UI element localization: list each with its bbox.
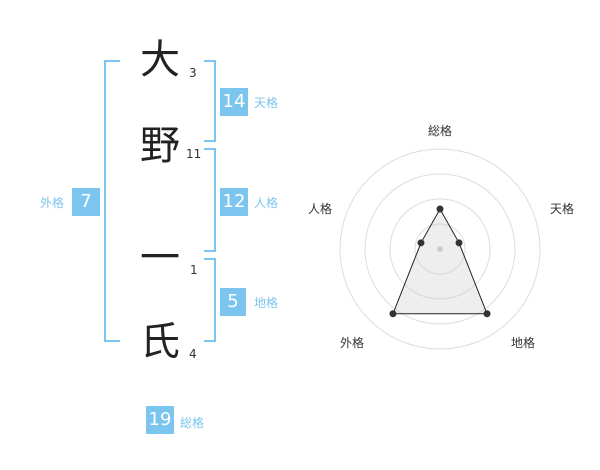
name-char-2: 野	[140, 123, 180, 169]
radar-point-1	[436, 205, 444, 213]
stroke-count-2: 11	[186, 147, 202, 161]
jinkaku-value: 12	[220, 188, 248, 216]
radar-label-chikaku: 地格	[511, 336, 536, 350]
gaikaku-label: 外格	[40, 196, 65, 210]
radar-ring-4	[339, 148, 541, 350]
radar-label-tenkaku: 天格	[550, 202, 575, 216]
tenkaku-value: 14	[220, 88, 248, 116]
jinkaku-label: 人格	[254, 196, 279, 210]
name-char-3: 一	[140, 235, 180, 281]
jinkaku-bracket	[204, 148, 216, 252]
chikaku-bracket	[204, 258, 216, 342]
radar-label-jinkaku: 人格	[308, 202, 333, 216]
radar-point-4	[389, 310, 397, 318]
name-char-4: 氏	[140, 319, 180, 365]
chikaku-label: 地格	[254, 296, 279, 310]
tenkaku-bracket	[204, 60, 216, 142]
radar-point-2	[455, 239, 463, 247]
radar-point-3	[483, 310, 491, 318]
radar-rings	[339, 148, 541, 350]
name-char-1: 大	[140, 37, 180, 83]
soukaku-value: 19	[146, 406, 174, 434]
chikaku-value: 5	[220, 288, 246, 316]
radar-points	[389, 205, 491, 318]
radar-label-gaikaku: 外格	[340, 336, 365, 350]
radar-ring-1	[414, 223, 466, 275]
radar-point-5	[417, 239, 425, 247]
tenkaku-label: 天格	[254, 96, 279, 110]
gaikaku-bracket	[104, 60, 120, 342]
soukaku-label: 総格	[180, 416, 205, 430]
stroke-count-3: 1	[190, 263, 198, 277]
stroke-count-1: 3	[189, 66, 197, 80]
stroke-count-4: 4	[189, 347, 197, 361]
radar-shape	[392, 207, 488, 315]
radar-label-soukaku: 総格	[428, 124, 453, 138]
radar-ring-2	[389, 198, 491, 300]
radar-center-dot	[437, 246, 443, 252]
radar-ring-3	[364, 173, 516, 325]
gaikaku-value: 7	[72, 188, 100, 216]
